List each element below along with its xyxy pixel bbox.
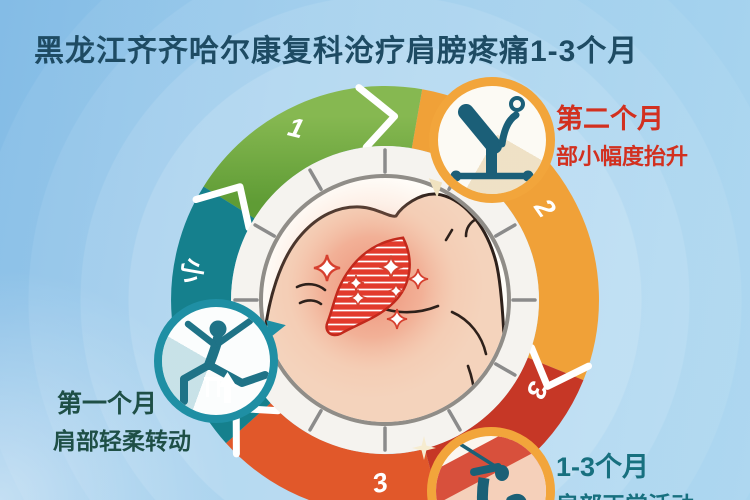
ring-number-3b: 3: [369, 466, 391, 499]
ring-segment-stage1: [203, 86, 423, 219]
callout-months-1-3-subtitle: 肩部正常活动: [556, 492, 694, 500]
callout-month-1-title: 第一个月: [57, 390, 158, 418]
exercise-machine-icon: [450, 96, 534, 182]
callout-month-2: 第二个月 部小幅度抬升: [556, 104, 688, 169]
month-2-icon-bubble: [429, 77, 555, 203]
ring-segment-stage3b: [226, 402, 439, 500]
shoulder-illustration: [263, 178, 507, 422]
callout-month-2-subtitle: 部小幅度抬升: [556, 144, 689, 170]
page-title: 黑龙江齐齐哈尔康复科沧疗肩膀疼痛1-3个月: [34, 35, 639, 68]
start-marker-glyph: 小: [175, 255, 207, 286]
month-1-icon-bubble: [154, 299, 278, 423]
ring-chevron: [192, 183, 253, 232]
up-arrow-icon: [218, 372, 237, 403]
callout-month-1: 第一个月 肩部轻柔转动: [53, 390, 191, 454]
callout-month-1-subtitle: 肩部轻柔转动: [53, 427, 191, 454]
ring-chevron: [528, 344, 592, 390]
callout-months-1-3-title: 1-3个月: [556, 452, 650, 482]
chair-icon: [204, 377, 222, 397]
callout-month-2-title: 第二个月: [556, 104, 664, 134]
lunge-person-icon: [180, 317, 269, 405]
stretch-person-icon: [458, 442, 527, 500]
callout-months-1-3: 1-3个月 肩部正常活动: [556, 452, 694, 500]
months-1-3-icon-bubble: [427, 427, 555, 500]
ring-chevron: [355, 84, 399, 151]
